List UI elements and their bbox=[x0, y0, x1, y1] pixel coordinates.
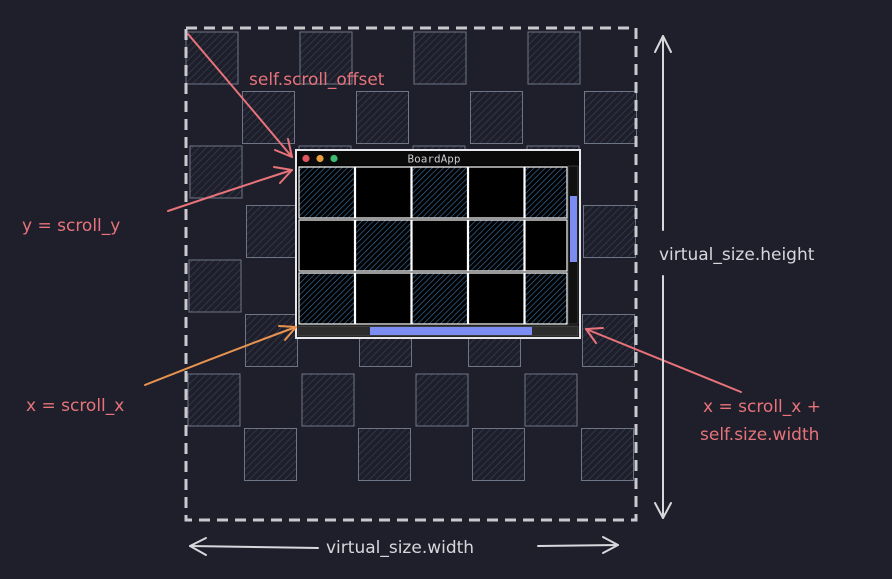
scroll-x-arrow bbox=[144, 326, 297, 386]
virtual-width-arrow-left bbox=[189, 545, 319, 549]
virtual-height-label: virtual_size.height bbox=[659, 245, 815, 265]
boardapp-window[interactable]: BoardApp bbox=[295, 149, 581, 339]
viewport-tile bbox=[298, 166, 356, 219]
viewport-tile bbox=[411, 272, 469, 325]
board-tile bbox=[299, 31, 353, 85]
board-tile bbox=[472, 428, 525, 481]
scroll-y-label: y = scroll_y bbox=[22, 216, 120, 236]
board-tile bbox=[413, 31, 467, 85]
vertical-scrollbar-thumb[interactable] bbox=[570, 196, 577, 262]
viewport-tile bbox=[354, 166, 412, 219]
board-tile bbox=[245, 314, 298, 367]
viewport-tile bbox=[524, 219, 568, 272]
viewport-tile bbox=[524, 272, 568, 325]
board-tile bbox=[584, 91, 637, 144]
viewport-tile bbox=[298, 272, 356, 325]
board-tile bbox=[527, 31, 581, 85]
board-tile bbox=[583, 205, 636, 258]
virtual-height-arrowhead-bottom bbox=[654, 502, 672, 519]
annotation-arrows bbox=[144, 33, 742, 556]
virtual-height-arrowhead-top bbox=[654, 35, 672, 53]
board-tile bbox=[188, 259, 242, 313]
viewport-tile bbox=[467, 166, 525, 219]
virtual-width-label: virtual_size.width bbox=[326, 538, 474, 558]
board-tile bbox=[358, 428, 411, 481]
scroll-offset-arrowhead bbox=[274, 138, 293, 158]
viewport-tiles bbox=[298, 166, 568, 325]
board-tile bbox=[189, 145, 243, 199]
viewport-tile bbox=[467, 219, 525, 272]
scroll-x-label: x = scroll_x bbox=[26, 396, 124, 416]
scroll-x-width-label-line2: self.size.width bbox=[700, 425, 819, 445]
virtual-width-arrow-right bbox=[537, 544, 619, 547]
scroll-offset-arrow bbox=[187, 33, 293, 158]
scroll-y-arrowhead bbox=[273, 166, 293, 184]
viewport-tile bbox=[467, 272, 525, 325]
viewport-tile bbox=[354, 219, 412, 272]
window-title-bar[interactable] bbox=[297, 151, 579, 165]
scroll-x-width-arrowhead bbox=[585, 327, 604, 344]
viewport-tile bbox=[524, 166, 568, 219]
scroll-x-width-label-line1: x = scroll_x + bbox=[703, 397, 821, 417]
scroll-offset-label: self.scroll_offset bbox=[249, 70, 385, 90]
board-tile bbox=[581, 428, 634, 481]
virtual-width-arrowhead-left bbox=[189, 537, 207, 556]
scroll-x-arrowhead bbox=[278, 325, 297, 341]
board-tile bbox=[301, 373, 355, 427]
horizontal-scrollbar-thumb[interactable] bbox=[370, 327, 532, 335]
viewport-tile bbox=[354, 272, 412, 325]
scroll-y-arrow bbox=[167, 169, 293, 212]
minimize-button-icon[interactable] bbox=[316, 154, 324, 163]
window-title: BoardApp bbox=[408, 153, 461, 166]
board-tile bbox=[470, 91, 523, 144]
viewport-tile bbox=[298, 219, 356, 272]
board-tile bbox=[242, 91, 295, 144]
board-tile bbox=[415, 373, 469, 427]
virtual-width-arrowhead-right bbox=[602, 536, 619, 554]
viewport-tile bbox=[411, 219, 469, 272]
board-tile bbox=[244, 428, 297, 481]
viewport-tile bbox=[411, 166, 469, 219]
board-tile bbox=[356, 91, 409, 144]
board-tile bbox=[246, 205, 299, 258]
maximize-button-icon[interactable] bbox=[330, 154, 338, 163]
board-tile bbox=[187, 373, 241, 427]
virtual-area-boundary bbox=[184, 26, 638, 522]
board-tile bbox=[524, 373, 578, 427]
close-button-icon[interactable] bbox=[302, 154, 310, 163]
board-tile bbox=[582, 314, 635, 367]
